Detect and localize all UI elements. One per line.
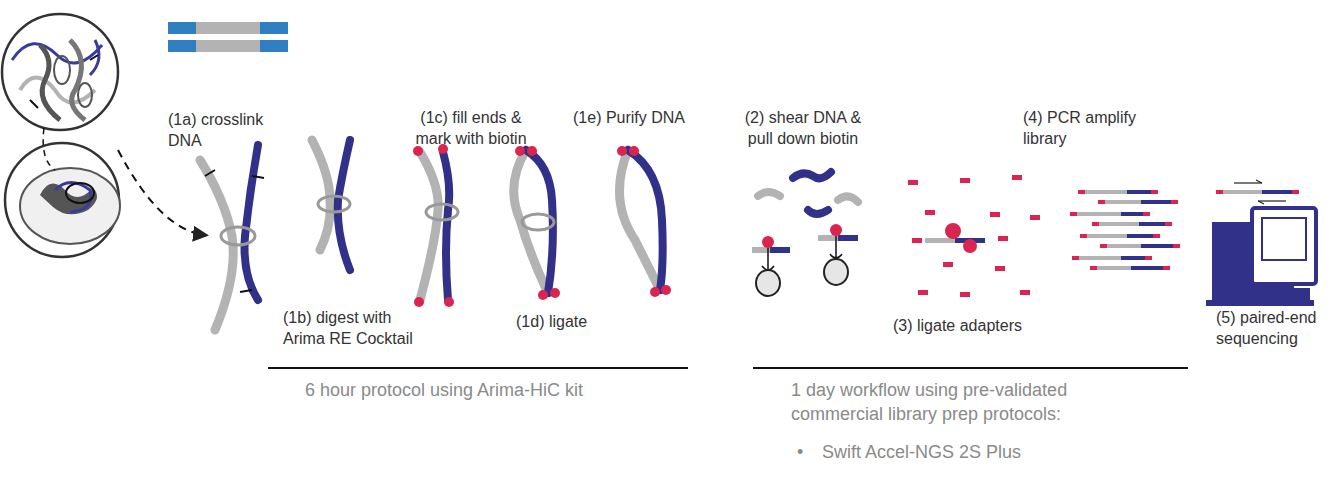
library-fragment bbox=[1080, 234, 1087, 238]
library-fragment bbox=[1078, 190, 1085, 194]
step-label: (5) paired-end sequencing bbox=[1216, 308, 1328, 350]
library-fragment bbox=[1131, 266, 1163, 270]
library-fragment bbox=[1097, 266, 1131, 270]
library-fragment bbox=[1090, 266, 1097, 270]
library-fragment bbox=[1099, 222, 1139, 226]
step-label: (1c) fill ends & mark with biotin bbox=[402, 108, 540, 150]
step-label: (1d) ligate bbox=[516, 312, 616, 333]
dna-loop-1e bbox=[617, 146, 671, 297]
library-fragment bbox=[1145, 256, 1152, 260]
protocol-note: 6 hour protocol using Arima-HiC kit bbox=[305, 378, 685, 402]
chromatin-1c bbox=[413, 144, 458, 307]
step-label: (4) PCR amplify library bbox=[1023, 108, 1148, 150]
step-label: (3) ligate adapters bbox=[893, 316, 1063, 337]
library-fragment bbox=[1141, 200, 1171, 204]
step-label: (2) shear DNA & pull down biotin bbox=[733, 108, 873, 150]
chromatin-1d bbox=[514, 146, 560, 300]
library-fragment bbox=[1173, 244, 1180, 248]
library-fragment bbox=[1087, 234, 1127, 238]
library-fragment bbox=[1121, 212, 1143, 216]
library-fragment bbox=[1100, 244, 1107, 248]
library-fragment bbox=[1092, 222, 1099, 226]
library-fragment bbox=[1121, 256, 1145, 260]
step-label: (1b) digest with Arima RE Cocktail bbox=[283, 308, 428, 350]
protocol-note: 1 day workflow using pre-validated comme… bbox=[791, 378, 1121, 427]
adapter-ligation bbox=[908, 175, 1040, 297]
library-fragment bbox=[1127, 234, 1153, 238]
library-fragment bbox=[1163, 266, 1170, 270]
library-fragment bbox=[1151, 190, 1158, 194]
library-fragment bbox=[1153, 234, 1160, 238]
chromatin-1b bbox=[312, 140, 350, 270]
bullet: • bbox=[797, 440, 817, 464]
library-fragment bbox=[1171, 200, 1178, 204]
library-fragment bbox=[1139, 222, 1165, 226]
library-fragment bbox=[1143, 212, 1150, 216]
section-rule bbox=[268, 367, 688, 369]
library-fragment bbox=[1127, 190, 1151, 194]
library-fragment bbox=[1107, 244, 1141, 248]
kit-name: Swift Accel-NGS 2S Plus bbox=[822, 440, 1122, 464]
section-rule bbox=[753, 367, 1188, 369]
sequencer bbox=[1206, 180, 1316, 306]
library-fragment bbox=[1098, 200, 1105, 204]
library-fragment bbox=[1105, 200, 1141, 204]
shear-pulldown bbox=[752, 172, 858, 296]
library-fragment bbox=[1077, 212, 1121, 216]
library-fragment bbox=[1165, 222, 1172, 226]
chromatin-1a bbox=[200, 145, 264, 330]
library-fragment bbox=[1079, 256, 1121, 260]
library-fragment bbox=[1085, 190, 1127, 194]
library-fragment bbox=[1141, 244, 1173, 248]
step-label: (1e) Purify DNA bbox=[573, 108, 713, 129]
read-pair-icon bbox=[168, 22, 288, 52]
library-fragment bbox=[1070, 212, 1077, 216]
step-label: (1a) crosslink DNA bbox=[168, 110, 280, 152]
amplified-library bbox=[1070, 190, 1180, 270]
library-fragment bbox=[1072, 256, 1079, 260]
